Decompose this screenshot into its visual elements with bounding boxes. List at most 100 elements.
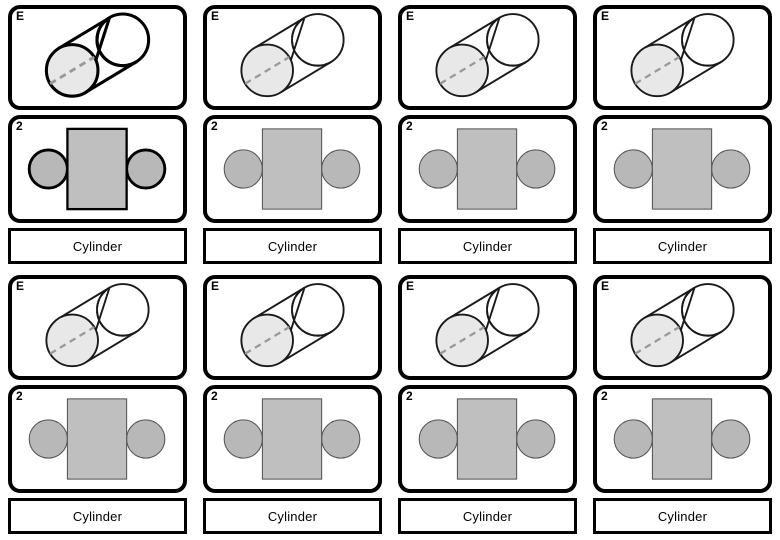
card-label-text: Cylinder (462, 508, 513, 524)
cylinder-net-drawing (613, 128, 751, 210)
card-label-text: Cylinder (267, 508, 318, 524)
cylinder-3d-drawing (435, 13, 540, 98)
card-label-panel[interactable]: Cylinder (8, 228, 187, 264)
card-label-panel[interactable]: Cylinder (203, 498, 382, 534)
card-3d-panel[interactable]: E (398, 275, 577, 380)
cylinder-card[interactable]: E 2 (585, 0, 780, 270)
cylinder-side-edges (643, 286, 722, 364)
net-right-circle (516, 149, 556, 189)
card-top-tag: E (601, 279, 610, 293)
card-net-tag: 2 (406, 389, 413, 403)
card-3d-panel[interactable]: E (398, 5, 577, 110)
cylinder-hidden-back-arc (95, 16, 138, 68)
card-3d-panel[interactable]: E (203, 5, 382, 110)
card-label-panel[interactable]: Cylinder (398, 228, 577, 264)
net-figure-holder (402, 119, 573, 219)
net-right-circle (321, 149, 361, 189)
cylinder-front-diameter (439, 56, 485, 85)
net-figure-holder (402, 389, 573, 489)
net-rectangle (651, 128, 713, 210)
card-3d-panel[interactable]: E (203, 275, 382, 380)
cylinder-hidden-back-arc (681, 286, 723, 337)
card-net-tag: 2 (211, 389, 218, 403)
card-net-tag: 2 (406, 119, 413, 133)
net-right-circle (126, 419, 166, 459)
card-net-panel[interactable]: 2 (593, 115, 772, 223)
net-figure-holder (207, 119, 378, 219)
3d-figure-holder (597, 279, 768, 376)
card-top-tag: E (211, 279, 220, 293)
card-net-panel[interactable]: 2 (8, 115, 187, 223)
cylinder-hidden-back-arc (681, 16, 723, 67)
card-net-panel[interactable]: 2 (593, 385, 772, 493)
card-net-panel[interactable]: 2 (398, 385, 577, 493)
cylinder-front-diameter (634, 326, 680, 355)
cylinder-hidden-back-arc (291, 16, 333, 67)
card-net-tag: 2 (16, 389, 23, 403)
card-label-text: Cylinder (72, 238, 123, 254)
cylinder-card[interactable]: E 2 (0, 0, 195, 270)
cylinder-net-drawing (28, 398, 166, 480)
card-3d-panel[interactable]: E (8, 5, 187, 110)
cylinder-card[interactable]: E 2 (195, 0, 390, 270)
net-left-circle (613, 419, 653, 459)
cylinder-net-drawing (613, 398, 751, 480)
cylinder-3d-drawing (630, 283, 735, 368)
card-net-panel[interactable]: 2 (203, 115, 382, 223)
3d-figure-holder (597, 9, 768, 106)
net-figure-holder (12, 119, 183, 219)
card-net-panel[interactable]: 2 (203, 385, 382, 493)
card-label-text: Cylinder (72, 508, 123, 524)
3d-figure-holder (402, 279, 573, 376)
net-figure-holder (597, 119, 768, 219)
cylinder-card[interactable]: E 2 (390, 270, 585, 540)
card-net-tag: 2 (16, 119, 23, 133)
net-left-circle (223, 149, 263, 189)
cylinder-card[interactable]: E 2 (390, 0, 585, 270)
cylinder-side-edges (448, 286, 527, 364)
net-left-circle (27, 148, 69, 190)
cylinder-card[interactable]: E 2 (585, 270, 780, 540)
cylinder-front-diameter (634, 56, 680, 85)
card-net-panel[interactable]: 2 (398, 115, 577, 223)
net-figure-holder (597, 389, 768, 489)
cylinder-net-drawing (223, 398, 361, 480)
cylinder-net-drawing (418, 128, 556, 210)
net-left-circle (418, 419, 458, 459)
cylinder-front-diameter (439, 326, 485, 355)
card-3d-panel[interactable]: E (8, 275, 187, 380)
3d-figure-holder (207, 279, 378, 376)
card-top-tag: E (601, 9, 610, 23)
card-label-text: Cylinder (657, 238, 708, 254)
card-label-panel[interactable]: Cylinder (593, 498, 772, 534)
net-right-circle (321, 419, 361, 459)
cylinder-side-edges (58, 16, 137, 94)
card-net-panel[interactable]: 2 (8, 385, 187, 493)
cylinder-3d-drawing (44, 12, 151, 98)
card-label-panel[interactable]: Cylinder (398, 498, 577, 534)
3d-figure-holder (402, 9, 573, 106)
card-label-panel[interactable]: Cylinder (593, 228, 772, 264)
card-top-tag: E (16, 279, 25, 293)
net-rectangle (261, 398, 323, 480)
net-figure-holder (12, 389, 183, 489)
cylinder-card[interactable]: E 2 (0, 270, 195, 540)
card-top-tag: E (406, 9, 415, 23)
cylinder-net-drawing (27, 127, 167, 211)
net-rectangle (651, 398, 713, 480)
net-rectangle (261, 128, 323, 210)
card-label-panel[interactable]: Cylinder (203, 228, 382, 264)
3d-figure-holder (207, 9, 378, 106)
card-net-tag: 2 (601, 389, 608, 403)
cylinder-side-edges (58, 286, 137, 364)
card-label-text: Cylinder (462, 238, 513, 254)
cylinder-3d-drawing (45, 283, 150, 368)
card-3d-panel[interactable]: E (593, 5, 772, 110)
cylinder-hidden-back-arc (486, 16, 528, 67)
cylinder-front-diameter (49, 55, 96, 85)
card-label-panel[interactable]: Cylinder (8, 498, 187, 534)
cylinder-card[interactable]: E 2 (195, 270, 390, 540)
card-3d-panel[interactable]: E (593, 275, 772, 380)
cylinder-net-drawing (418, 398, 556, 480)
